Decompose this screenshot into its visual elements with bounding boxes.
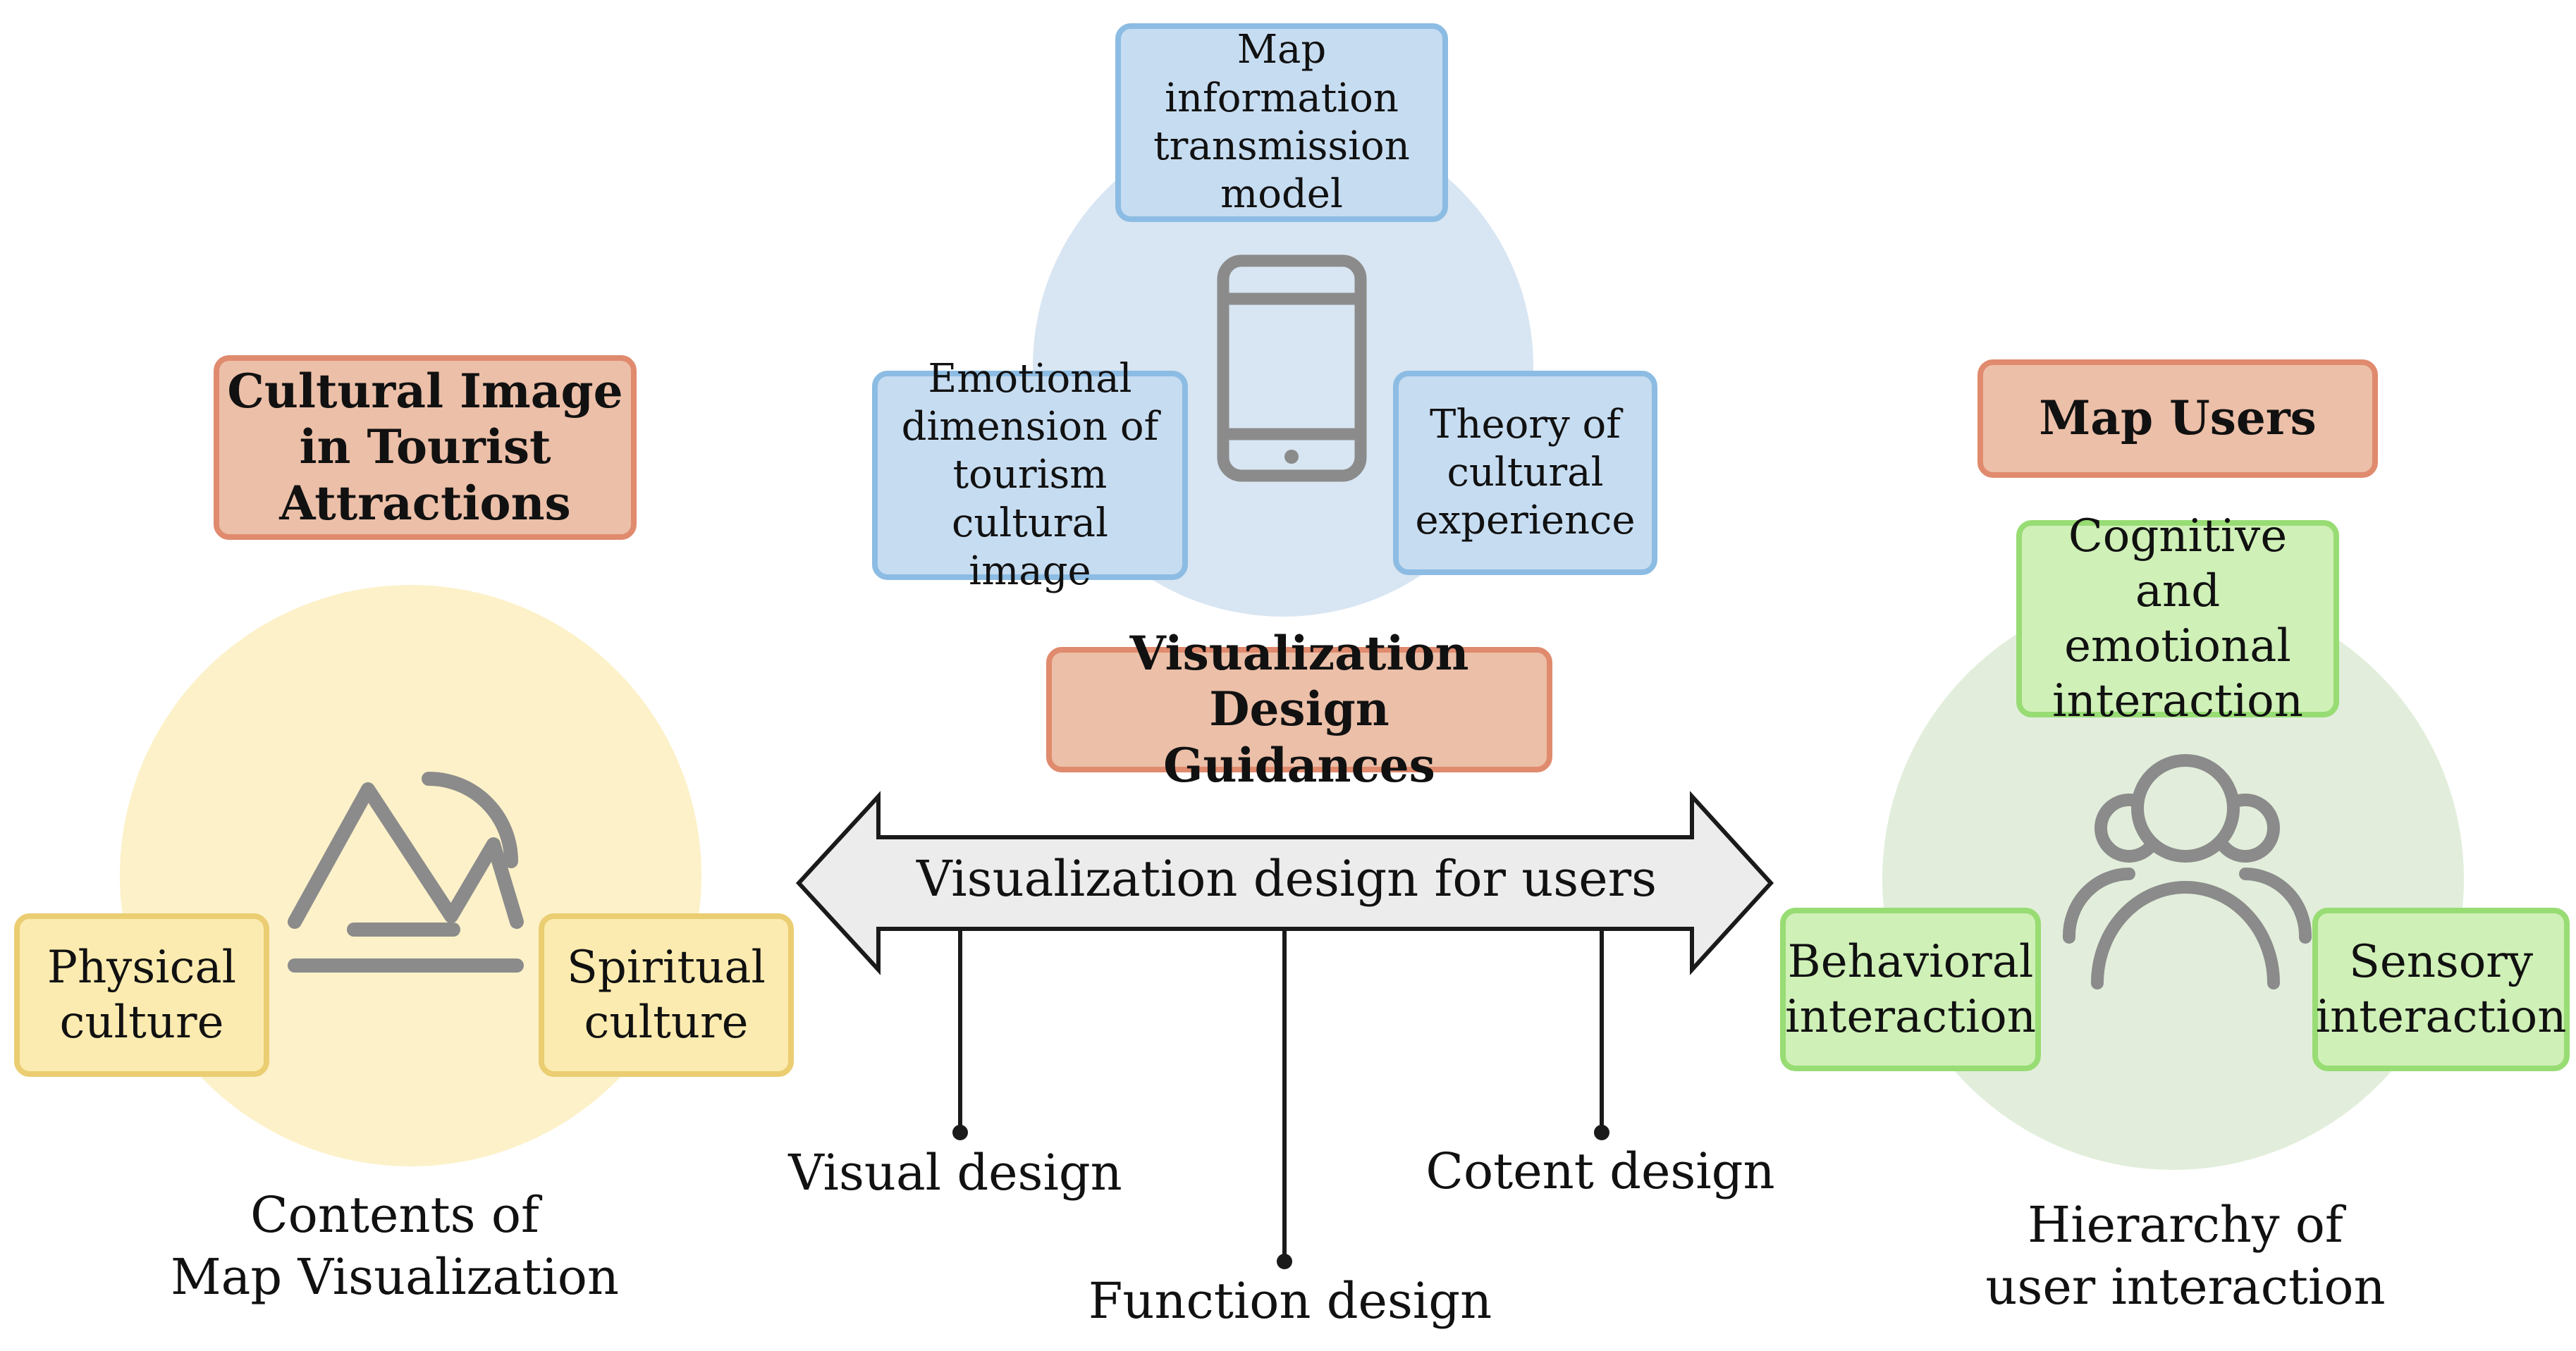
cultural-experience-box: Theory of cultural experience [1393, 371, 1657, 575]
double-arrow [795, 791, 1774, 975]
function-design-label: Function design [1088, 1272, 1492, 1330]
behavioral-interaction-box: Behavioral interaction [1780, 908, 2041, 1071]
emotional-dimension-box: Emotional dimension of tourism cultural … [872, 356, 1188, 594]
visualization-design-guidances-title: Visualization Design Guidances [1046, 626, 1552, 793]
cultural-image-title: Cultural Image in Tourist Attractions [214, 355, 637, 540]
content-design-label: Cotent design [1425, 1142, 1775, 1200]
physical-culture-box: Physical culture [14, 913, 269, 1077]
arrow-label: Visualization design for users [916, 850, 1657, 908]
spiritual-culture-box: Spiritual culture [539, 913, 794, 1077]
map-information-transmission-box: Map information transmission model [1115, 23, 1448, 222]
sensory-interaction-box: Sensory interaction [2312, 908, 2570, 1071]
smartphone-icon [1217, 254, 1367, 482]
mountain-landscape-icon [288, 772, 524, 973]
cognitive-emotional-box: Cognitive and emotional interaction [2016, 510, 2339, 727]
branch-lines [952, 929, 1609, 1269]
contents-caption: Contents of Map Visualization [170, 1186, 620, 1307]
user-group-icon [2062, 754, 2312, 989]
visual-design-label: Visual design [788, 1144, 1122, 1202]
map-users-title: Map Users [1977, 359, 2378, 478]
hierarchy-caption: Hierarchy of user interaction [1985, 1196, 2386, 1316]
